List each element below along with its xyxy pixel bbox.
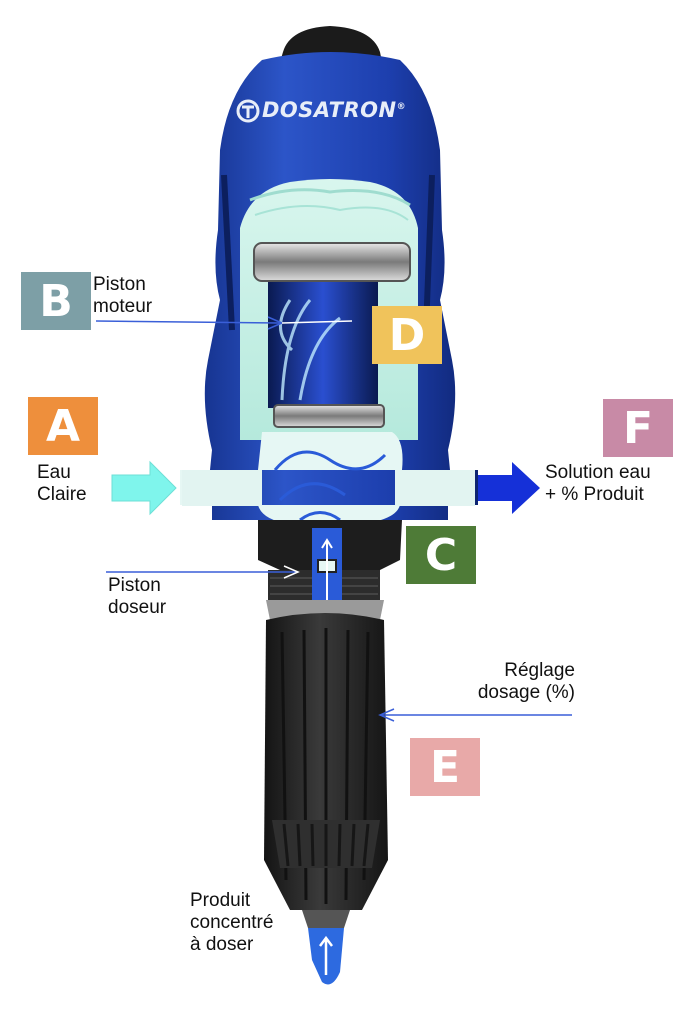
inlet-pipe — [182, 470, 262, 506]
badge-c: C — [406, 526, 476, 584]
label-solution: Solution eau+ % Produit — [545, 462, 651, 505]
badge-e: E — [410, 738, 480, 796]
outlet-pipe — [395, 470, 475, 506]
logo-icon — [236, 99, 260, 123]
suction-nozzle — [302, 910, 350, 928]
badge-f: F — [603, 399, 673, 457]
pointer-piston-moteur — [95, 320, 281, 324]
piston-ring-bottom — [273, 404, 385, 428]
brand-logo: DOSATRON® — [262, 98, 407, 122]
badge-b: B — [21, 272, 91, 330]
housing-rib-right — [423, 174, 435, 331]
inlet-arrow — [111, 460, 177, 516]
badge-a: A — [28, 397, 98, 455]
piston-ring-top — [253, 242, 411, 282]
piston-cylinder — [268, 282, 378, 408]
top-cap — [280, 26, 382, 62]
outlet-arrow — [478, 462, 540, 514]
housing-rib-left — [221, 174, 235, 331]
badge-d: D — [372, 306, 442, 364]
